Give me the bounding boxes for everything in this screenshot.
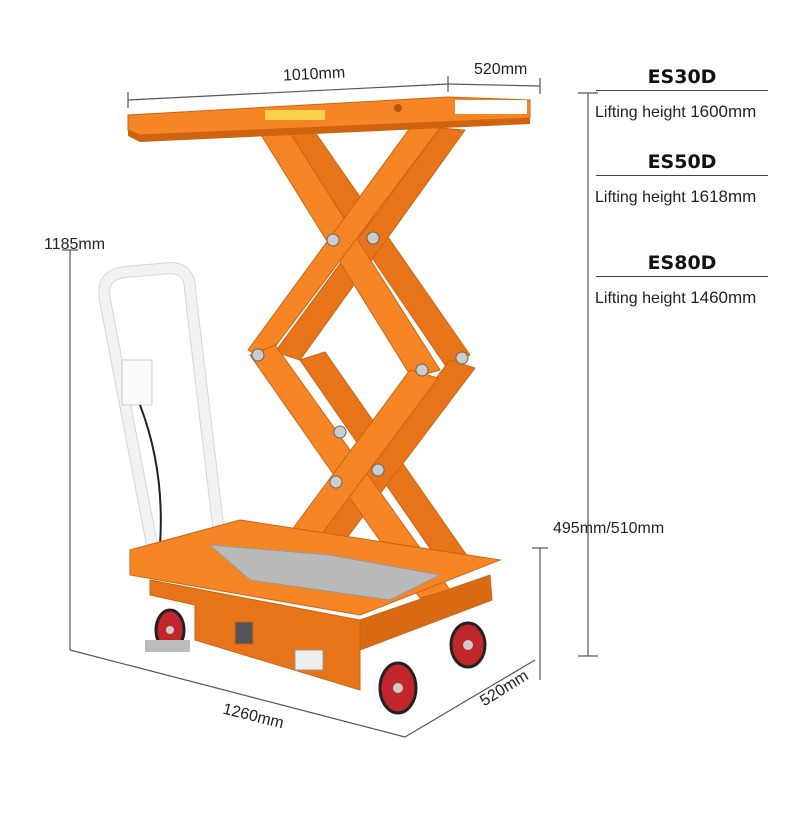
platform-width-label: 520mm (474, 61, 528, 78)
pivot-bolts (251, 231, 469, 489)
base-frame (129, 519, 502, 691)
model-es30d-spec: Lifting height 1600mm (595, 102, 756, 122)
handle-height-label: 1185mm (44, 236, 106, 253)
dimension-lines (62, 76, 598, 738)
lowered-height-label: 495mm/510mm (553, 520, 665, 537)
platform (127, 96, 531, 142)
handle (98, 261, 224, 551)
spec-label: Lifting height (595, 189, 686, 206)
model-es50d-title: ES50D (596, 151, 768, 176)
spec-label: Lifting height (595, 104, 686, 121)
model-es80d-spec: Lifting height 1460mm (595, 288, 756, 308)
control-box (121, 359, 153, 406)
cable (139, 404, 162, 546)
model-es30d-title: ES30D (596, 66, 768, 91)
spec-value: 1600mm (690, 102, 757, 121)
model-es50d-spec: Lifting height 1618mm (595, 187, 756, 207)
spec-value: 1460mm (690, 288, 757, 307)
caster-wheels (145, 608, 487, 715)
spec-label: Lifting height (595, 290, 686, 307)
platform-length-label: 1010mm (282, 64, 346, 85)
model-es80d-title: ES80D (596, 252, 768, 277)
spec-value: 1618mm (690, 187, 757, 206)
